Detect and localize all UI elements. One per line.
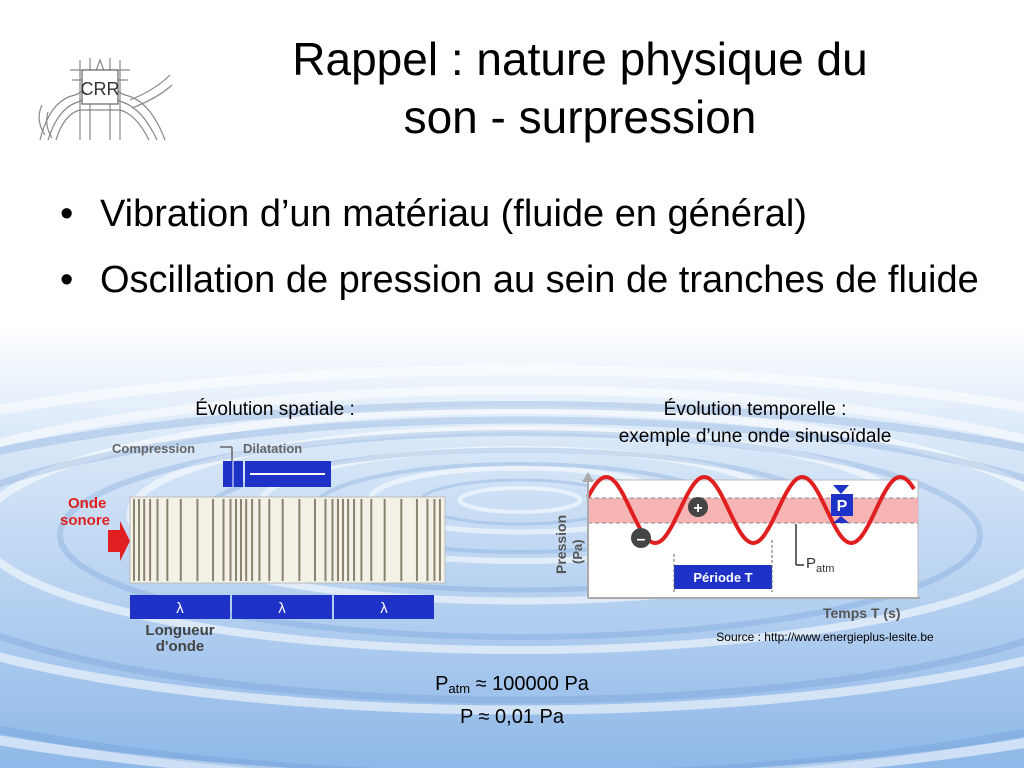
formula-line-1: Patm ≈ 100000 Pa xyxy=(435,673,589,696)
bullet-text: Oscillation de pression au sein de tranc… xyxy=(100,259,979,301)
compression-label: Compression xyxy=(112,441,195,456)
title-line-1: Rappel : nature physique du xyxy=(292,33,868,85)
wavelength-label-1: Longueur xyxy=(145,622,214,639)
spatial-evolution-diagram: Compression Dilatation Onde sonore λ λ λ… xyxy=(60,441,446,655)
wavelength-label-2: d'onde xyxy=(156,638,205,655)
y-axis-unit: (Pa) xyxy=(570,539,585,564)
formula-line-2: P ≈ 0,01 Pa xyxy=(459,706,564,728)
dilatation-label: Dilatation xyxy=(243,441,302,456)
sonore-label: sonore xyxy=(60,512,110,529)
fluid-slices-box xyxy=(129,496,446,584)
bullet-symbol: • xyxy=(60,193,74,235)
lambda-label: λ xyxy=(278,600,286,617)
amplitude-p-box xyxy=(831,494,853,516)
bullet-symbol: • xyxy=(60,259,74,301)
bullet-item: • Oscillation de pression au sein de tra… xyxy=(60,254,980,306)
onde-label: Onde xyxy=(68,495,106,512)
crr-logo: CRR xyxy=(38,58,173,141)
plus-symbol: + xyxy=(693,500,702,517)
wave-direction-arrow xyxy=(108,521,130,561)
patm-label: Patm xyxy=(806,555,834,575)
source-text: Source : http://www.energieplus-lesite.b… xyxy=(716,630,934,644)
spatial-caption: Évolution spatiale : xyxy=(195,399,355,420)
lambda-label: λ xyxy=(380,600,388,617)
temporal-caption-line-2: exemple d’une onde sinusoïdale xyxy=(618,426,892,447)
temporal-caption-line-1: Évolution temporelle : xyxy=(663,399,847,420)
temporal-evolution-chart: Pression (Pa) Temps T (s) + – P Patm Pér… xyxy=(553,472,920,621)
lambda-label: λ xyxy=(176,600,184,617)
period-label: Période T xyxy=(693,570,752,585)
x-axis-label: Temps T (s) xyxy=(823,605,901,621)
bullet-text: Vibration d’un matériau (fluide en génér… xyxy=(100,193,807,235)
plus-icon xyxy=(688,497,708,517)
slide-title: Rappel : nature physique du son - surpre… xyxy=(200,30,960,146)
wavelength-arrows: λ λ λ xyxy=(130,595,434,619)
temporal-caption: Évolution temporelle : exemple d’une ond… xyxy=(560,396,950,450)
title-line-2: son - surpression xyxy=(403,91,757,143)
amplitude-p-label: P xyxy=(837,498,848,515)
pressure-band xyxy=(588,498,918,523)
pressure-formulas: Patm ≈ 100000 Pa P ≈ 0,01 Pa xyxy=(360,670,664,731)
minus-symbol: – xyxy=(637,531,646,548)
y-axis-label: Pression xyxy=(553,515,569,574)
bullet-list: • Vibration d’un matériau (fluide en gén… xyxy=(60,188,980,320)
logo-text: CRR xyxy=(81,79,120,99)
bullet-item: • Vibration d’un matériau (fluide en gén… xyxy=(60,188,980,240)
minus-icon xyxy=(631,528,651,548)
period-arrow xyxy=(674,565,772,589)
